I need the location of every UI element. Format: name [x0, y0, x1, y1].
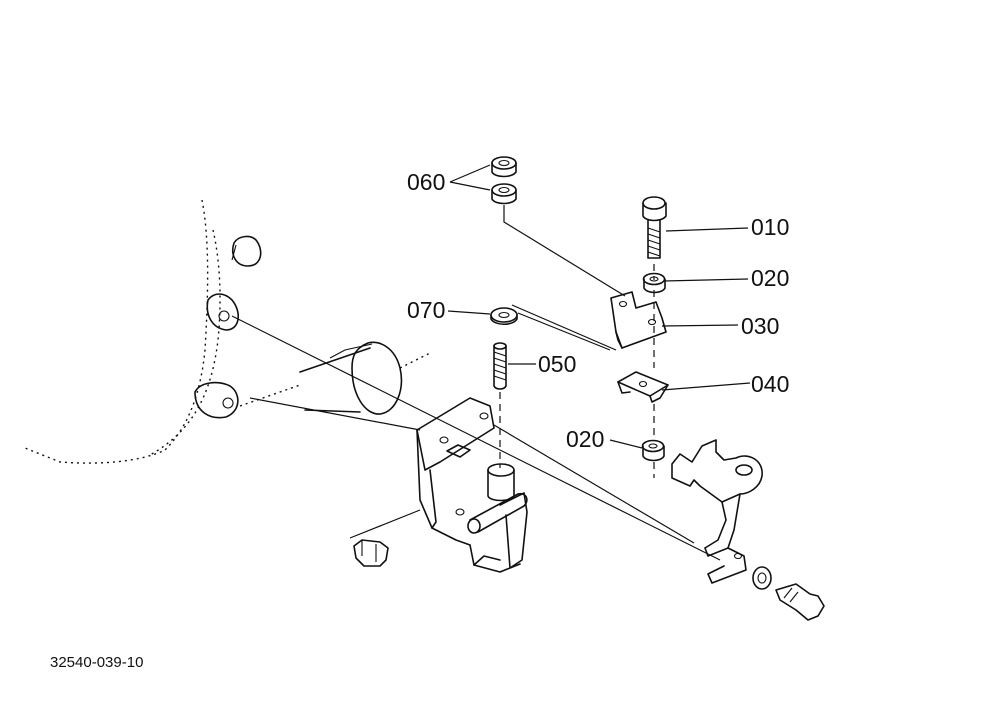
callout-070: 070 [407, 297, 445, 323]
bolt-010 [642, 196, 667, 259]
callout-leaders [447, 164, 751, 449]
bracket-040 [617, 371, 669, 403]
callout-020-lower: 020 [566, 426, 604, 452]
stud-050 [493, 342, 507, 390]
nut-060 [491, 156, 517, 205]
callout-030: 030 [741, 313, 779, 339]
callout-060: 060 [407, 169, 445, 195]
nut-020-lower [641, 439, 665, 462]
callout-labels: 060 010 020 070 050 030 040 020 [407, 169, 789, 452]
plate-030 [610, 291, 667, 349]
callout-010: 010 [751, 214, 789, 240]
washer-070 [490, 307, 518, 326]
callout-050: 050 [538, 351, 576, 377]
engine-housing [24, 199, 433, 464]
callout-040: 040 [751, 371, 789, 397]
assembly-lines [231, 205, 721, 561]
drawing-code: 32540-039-10 [50, 654, 143, 671]
bolt-left [353, 539, 389, 567]
callout-020-upper: 020 [751, 265, 789, 291]
mounting-bracket-assembly [416, 397, 528, 573]
bolt-right [752, 566, 825, 621]
lever-arm [671, 439, 763, 584]
